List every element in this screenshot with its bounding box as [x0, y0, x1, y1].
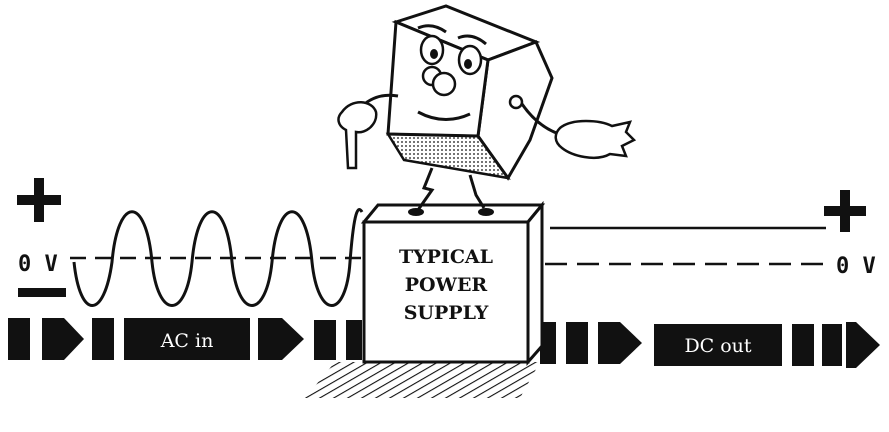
right-zero-volt-label: 0 V: [836, 254, 876, 279]
cartoon-character: [339, 6, 634, 216]
left-minus-sign: [18, 288, 66, 297]
open-hand: [556, 121, 634, 158]
box-label-line2: POWER: [405, 274, 488, 296]
ac-sine-wave: [74, 209, 362, 305]
box-label-line1: TYPICAL: [399, 246, 493, 268]
box-shadow-hatching: [305, 362, 540, 398]
dc-out-label: DC out: [684, 335, 751, 357]
side-knob: [510, 96, 522, 108]
box-label-line3: SUPPLY: [404, 302, 489, 324]
left-zero-volt-label: 0 V: [18, 252, 58, 277]
right-plus-sign: [824, 190, 866, 232]
right-foot: [478, 208, 494, 216]
ac-in-label: AC in: [160, 330, 214, 352]
right-pupil: [464, 59, 472, 69]
pointing-hand: [339, 102, 377, 168]
left-pupil: [430, 49, 438, 59]
box-top-face: [364, 205, 542, 222]
left-foot: [408, 208, 424, 216]
left-plus-sign: [17, 178, 61, 222]
box-side-face: [528, 205, 542, 362]
right-leg: [470, 175, 484, 208]
